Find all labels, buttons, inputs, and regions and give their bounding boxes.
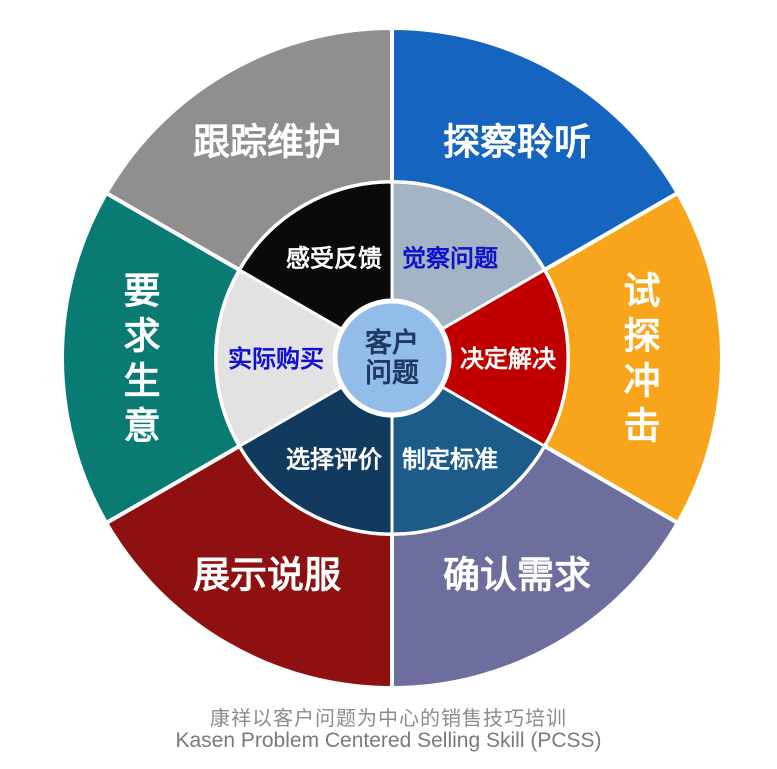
caption-chinese: 康祥以客户问题为中心的销售技巧培训 [210,708,567,730]
center-label: 客户问题 [365,327,419,388]
outer-segment-label-4: 要求生意 [124,271,161,447]
caption-english: Kasen Problem Centered Selling Skill (PC… [175,729,602,752]
outer-segment-label-1: 试探冲击 [624,271,661,447]
inner-segment-label-4: 实际购买 [228,345,324,373]
outer-segment-label-5: 跟踪维护 [193,121,341,162]
outer-segment-label-3: 展示说服 [193,555,341,596]
inner-segment-label-2: 制定标准 [402,445,498,473]
inner-segment-label-5: 感受反馈 [286,245,382,273]
center-circle [332,298,452,418]
outer-segment-label-2: 确认需求 [443,555,591,596]
outer-segment-label-0: 探察聆听 [443,121,591,162]
inner-segment-label-0: 觉察问题 [402,245,498,273]
inner-segment-label-3: 选择评价 [286,446,383,473]
inner-segment-label-1: 决定解决 [460,345,557,373]
